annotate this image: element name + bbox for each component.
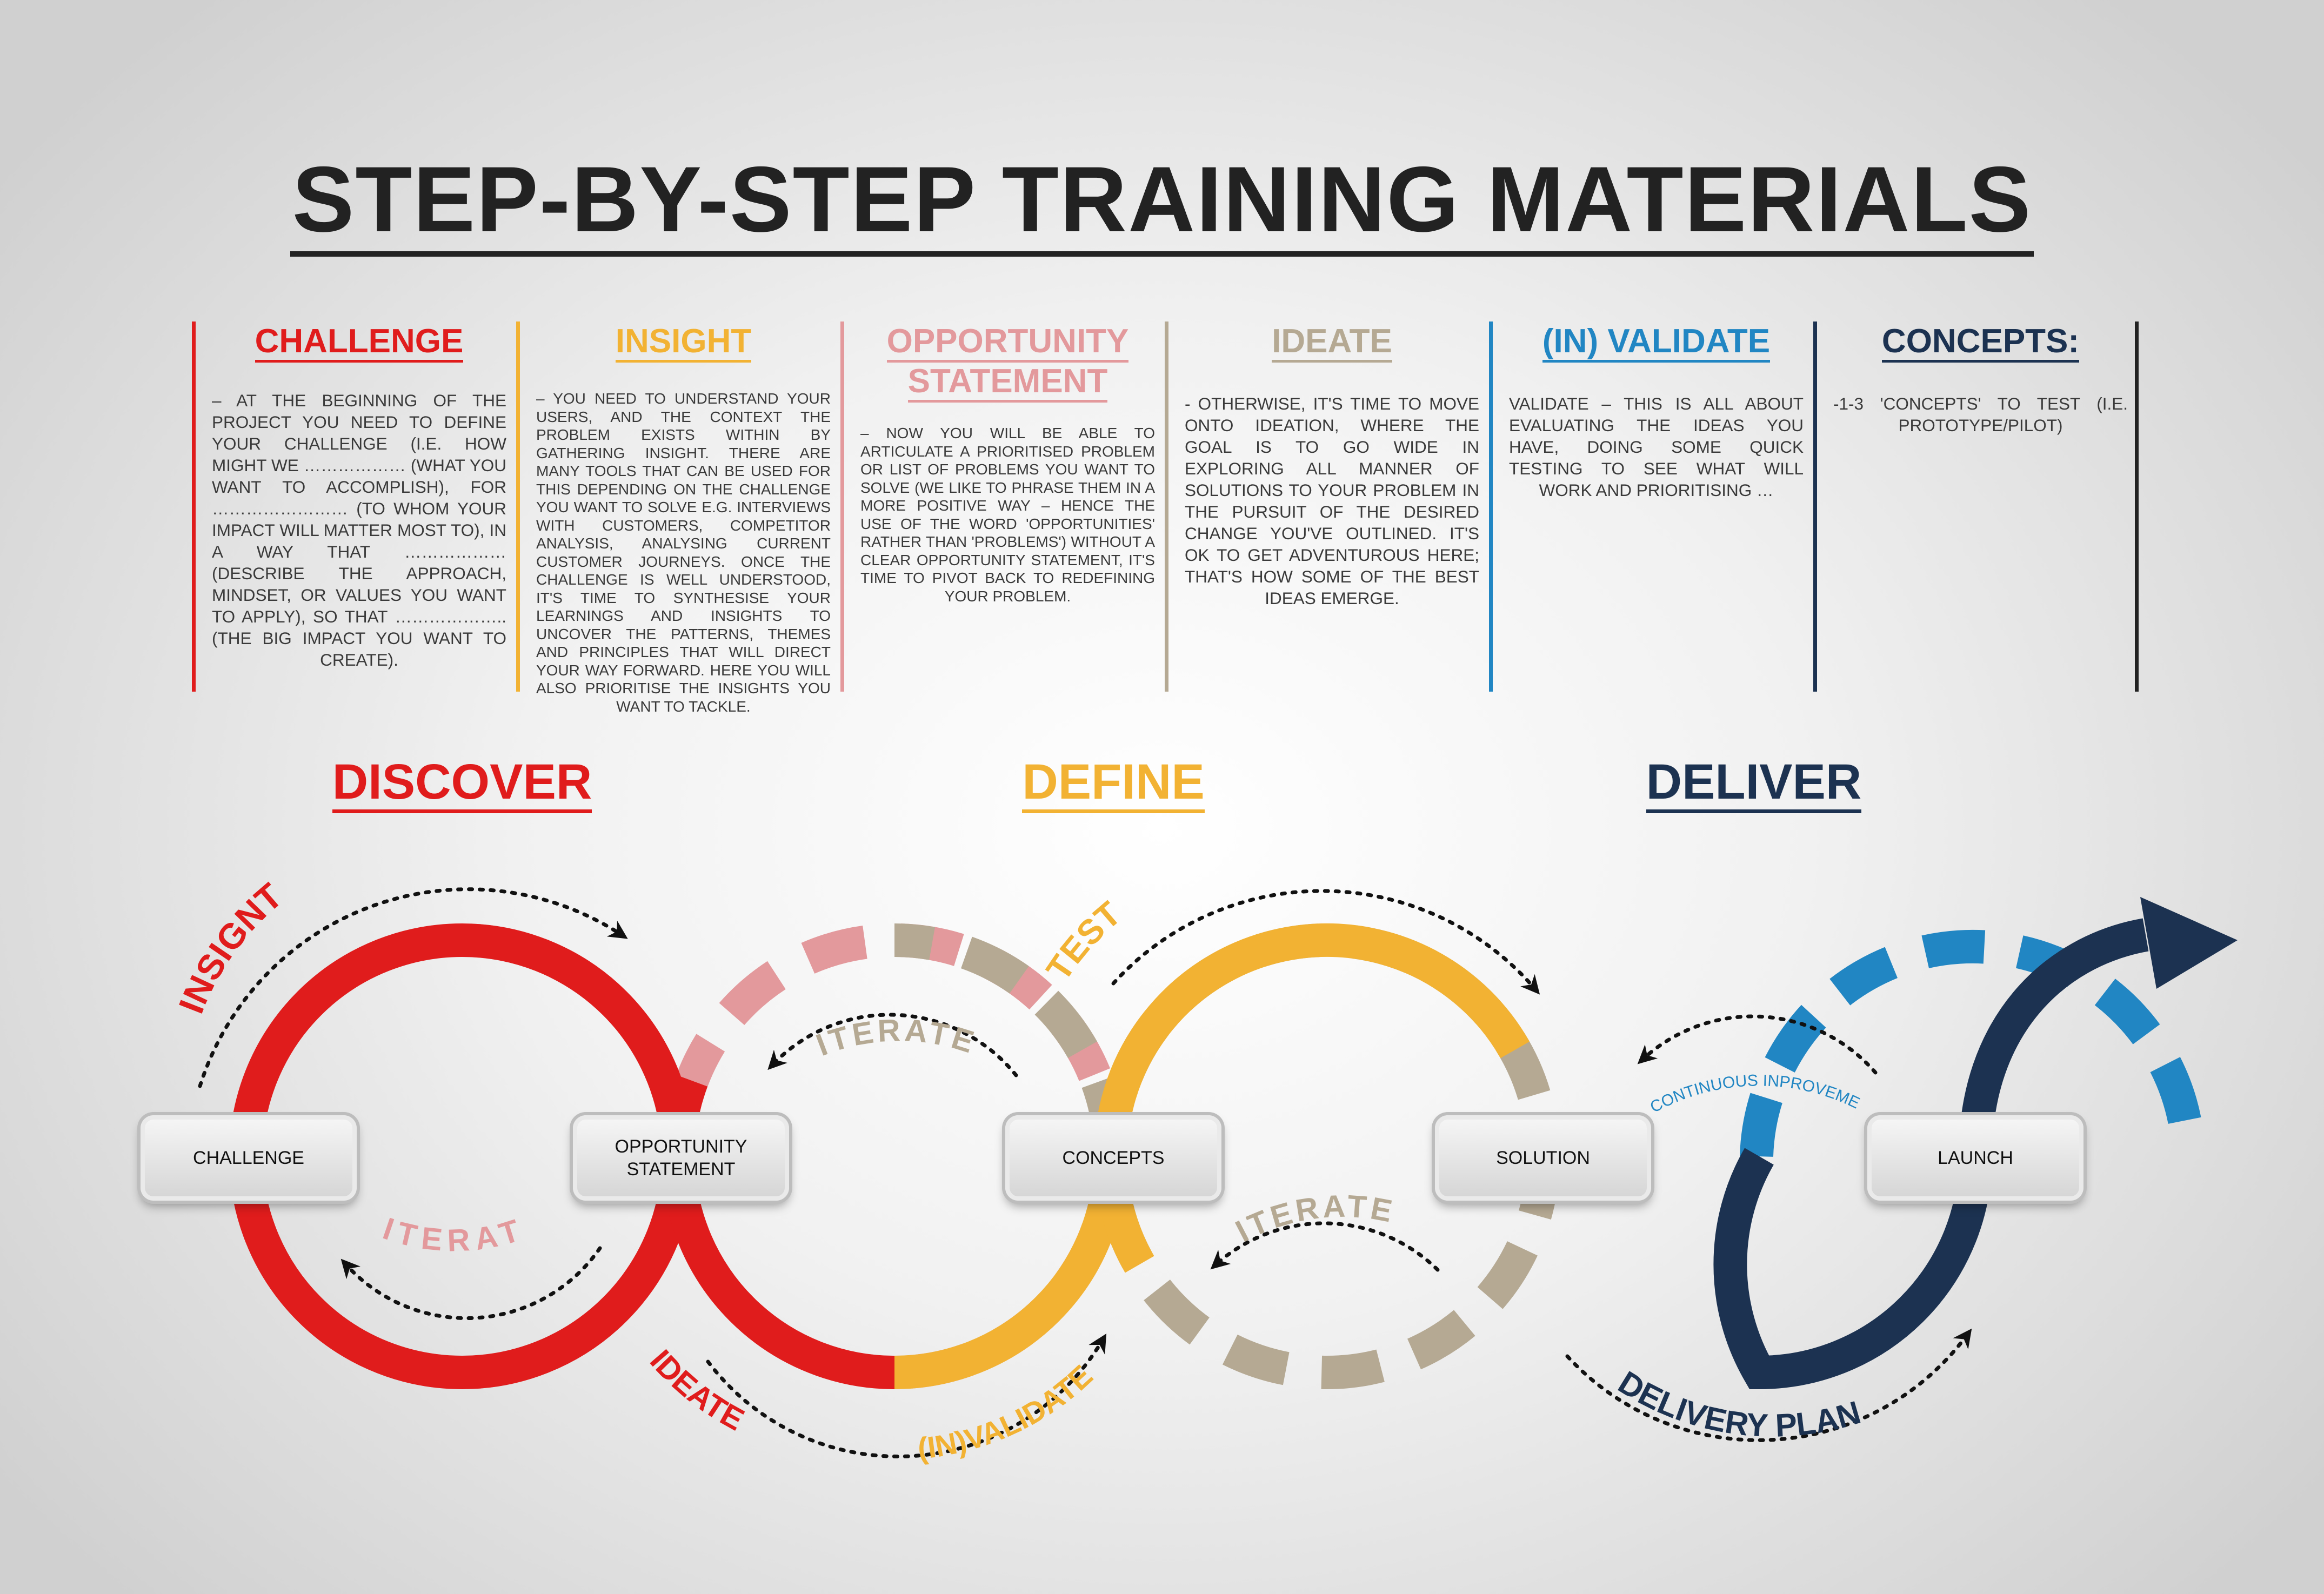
column-text: – you need to understand your users, and… (536, 390, 831, 715)
phase-define: DEFINE (924, 754, 1303, 813)
column-concepts: CONCEPTS: -1-3 'concepts' to test (i.e. … (1813, 322, 2138, 692)
column-heading: (IN) VALIDATE (1509, 322, 1804, 363)
label-test: TEST (1039, 894, 1128, 987)
column-heading: OPPORTUNITY STATEMENT (860, 322, 1155, 403)
column-heading: CHALLENGE (212, 322, 506, 363)
column-opportunity-statement: OPPORTUNITY STATEMENT – now you will be … (840, 322, 1165, 692)
phase-discover: DISCOVER (273, 754, 651, 813)
phase-deliver: DELIVER (1565, 754, 1943, 813)
label-insight: INSIGNT (171, 875, 290, 1019)
ideate-ring-red (662, 1156, 895, 1389)
column-text: – now you will be able to articulate a p… (860, 425, 1155, 605)
column-challenge: CHALLENGE – at the beginning of the proj… (192, 322, 516, 692)
label-iterate-3: ITERATE (1230, 1189, 1398, 1249)
column-heading: IDEATE (1185, 322, 1479, 363)
node-challenge[interactable]: CHALLENGE (141, 1115, 357, 1201)
node-label: SOLUTION (1496, 1148, 1590, 1168)
dotted-arrows (198, 887, 1972, 1458)
page-title: STEP-BY-STEP TRAINING MATERIALS (0, 146, 2324, 257)
node-launch[interactable]: LAUNCH (1867, 1115, 2083, 1201)
launch-arrow-curve (1959, 918, 2149, 1157)
column-validate: (IN) VALIDATE Validate – this is all abo… (1489, 322, 1813, 692)
column-heading: CONCEPTS: (1833, 322, 2128, 363)
node-label: CHALLENGE (193, 1148, 304, 1168)
node-label: CONCEPTS (1062, 1148, 1165, 1168)
column-text: -1-3 'concepts' to test (i.e. prototype/… (1833, 394, 2128, 435)
column-ideate: IDEATE - Otherwise, it's time to move on… (1165, 322, 1489, 692)
node-label: LAUNCH (1938, 1148, 2013, 1168)
node-solution[interactable]: SOLUTION (1435, 1115, 1651, 1201)
node-label: OPPORTUNITY STATEMENT (615, 1136, 747, 1180)
dashed-improvement-ring (1740, 929, 2203, 1157)
label-iterat: ITERAT (379, 1211, 530, 1258)
launch-arrow-head (2140, 897, 2238, 989)
node-concepts[interactable]: CONCEPTS (1005, 1115, 1221, 1201)
column-end-divider (2135, 322, 2139, 692)
label-iterate-2: ITERATE (812, 1013, 981, 1063)
column-heading: INSIGHT (536, 322, 831, 363)
node-opportunity-statement[interactable]: OPPORTUNITY STATEMENT (573, 1115, 789, 1201)
label-ideate: IDEATE (643, 1343, 750, 1437)
column-text: - Otherwise, it's time to move onto idea… (1185, 394, 1479, 608)
column-text: Validate – this is all about evaluating … (1509, 394, 1804, 500)
column-insight: INSIGHT – you need to understand your us… (516, 322, 840, 715)
deliver-ring (1713, 1148, 1992, 1390)
define-ring (1094, 923, 1560, 1389)
column-text: – at the beginning of the project you ne… (212, 391, 506, 669)
